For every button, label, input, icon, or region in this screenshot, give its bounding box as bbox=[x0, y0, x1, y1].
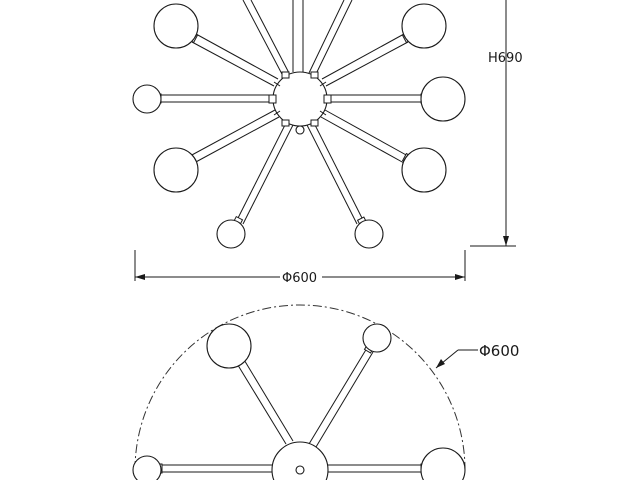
globe-left bbox=[132, 84, 162, 114]
plan-diameter-callout: Φ600 bbox=[435, 342, 519, 369]
arm-bottom-right bbox=[306, 122, 369, 229]
arm-bottom-left bbox=[231, 122, 294, 228]
plan-globe-left bbox=[132, 455, 162, 480]
globe-top-right bbox=[401, 3, 447, 49]
plan-diameter-label: Φ600 bbox=[479, 342, 519, 360]
plan-arm-right bbox=[328, 463, 429, 474]
arm-lower-left bbox=[183, 109, 280, 166]
arm-top-right bbox=[321, 31, 414, 87]
plan-outline-arc bbox=[134, 304, 466, 471]
elevation-view bbox=[132, 0, 466, 249]
height-dimension: H690 bbox=[470, 0, 523, 247]
elevation-hub bbox=[268, 71, 332, 135]
globe-lower-right bbox=[401, 147, 447, 193]
globe-right bbox=[420, 76, 466, 122]
plan-arm-upper-right bbox=[308, 341, 376, 448]
plan-arm-left bbox=[154, 463, 272, 474]
arm-left bbox=[153, 93, 272, 104]
plan-hub bbox=[271, 441, 329, 480]
plan-arm-upper-left bbox=[230, 354, 294, 445]
height-label: H690 bbox=[488, 51, 523, 66]
plan-globe-upper-left bbox=[206, 323, 252, 369]
plan-view: Φ600 bbox=[132, 304, 519, 480]
globe-lower-left bbox=[153, 147, 199, 193]
plan-globe-right bbox=[420, 447, 466, 480]
plan-globe-upper-right bbox=[362, 323, 392, 353]
globe-bottom-right bbox=[354, 219, 384, 249]
width-label: Φ600 bbox=[282, 271, 317, 286]
width-dimension: Φ600 bbox=[134, 250, 466, 286]
globe-bottom-left bbox=[216, 219, 246, 249]
arm-right bbox=[328, 93, 429, 104]
globe-top-left bbox=[153, 3, 199, 49]
arm-lower-right bbox=[320, 109, 414, 165]
upper-arms bbox=[242, 0, 353, 77]
